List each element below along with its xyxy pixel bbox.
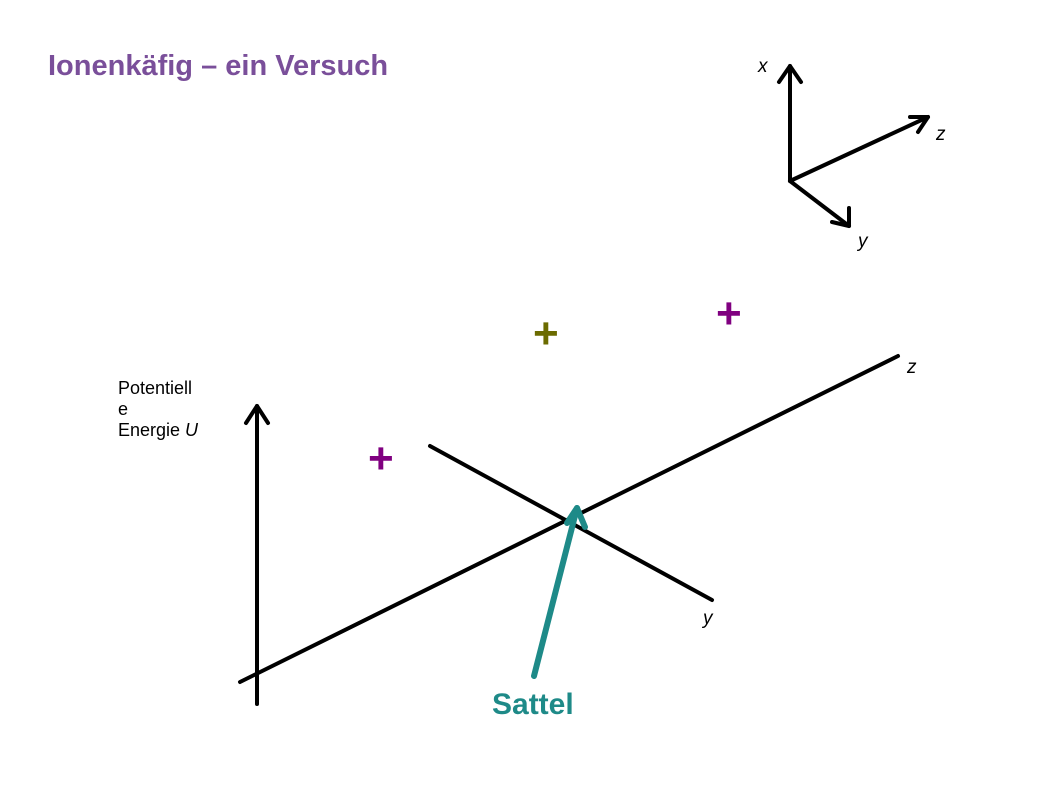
coord-z-axis <box>788 115 930 183</box>
charge-plus-left: + <box>368 434 394 483</box>
coord-x-label: x <box>758 56 768 77</box>
coord-y-axis <box>788 179 851 228</box>
energy-label-symbol: U <box>185 420 199 440</box>
energy-label-line3: Energie U <box>118 420 228 441</box>
energy-axis-label: Potentiell e Energie U <box>118 378 228 441</box>
saddle-arrowhead <box>564 505 588 530</box>
energy-axis-arrowhead <box>244 404 270 425</box>
energy-axis <box>244 404 270 706</box>
energy-label-line2: e <box>118 399 129 419</box>
coordinate-system <box>777 64 930 228</box>
charge-plus-right: + <box>716 289 742 338</box>
coord-x-arrowhead <box>777 64 803 84</box>
coord-y-arrowhead <box>830 206 851 228</box>
main-z-label: z <box>907 357 917 378</box>
coord-z-label: z <box>936 124 946 145</box>
saddle-label: Sattel <box>492 688 574 721</box>
coord-y-label: y <box>858 231 868 252</box>
energy-label-prefix: Energie <box>118 420 186 440</box>
main-y-label: y <box>703 608 713 629</box>
energy-label-line1: Potentiell <box>118 378 193 398</box>
charge-plus-center: + <box>533 309 559 358</box>
coord-z-arrowhead <box>908 115 930 134</box>
page-title: Ionenkäfig – ein Versuch <box>48 50 389 82</box>
saddle-arrow <box>531 505 588 679</box>
